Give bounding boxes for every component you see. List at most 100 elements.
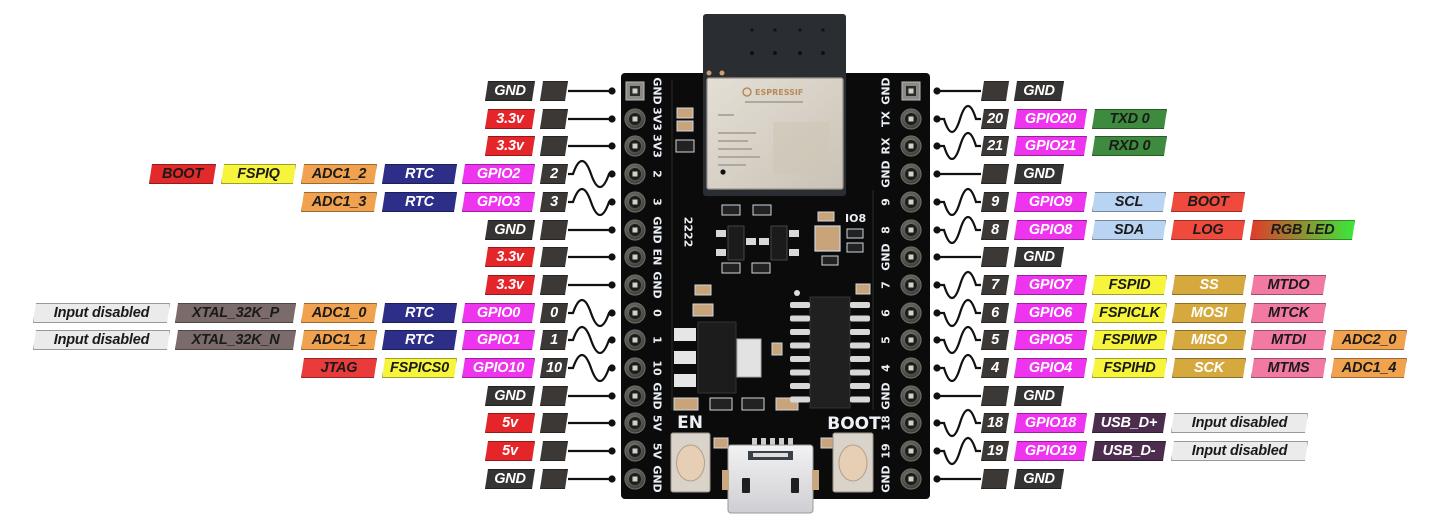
fspi-label: FSPICS0 [382,358,457,378]
left-pin-row: GND [485,220,568,240]
silkscreen-label: 4 [880,364,893,372]
connector-dot [608,87,616,95]
chip-leg [790,315,810,322]
header-pin [624,329,646,351]
chip-leg [850,396,870,403]
gnd-label: GND [1014,164,1064,184]
gpio-label: GPIO1 [462,330,535,350]
connector-dot [608,364,616,372]
header-pin [624,357,646,379]
header-pin [900,191,922,213]
header-pin [624,440,646,462]
connector-dot [608,447,616,455]
connector-dot [933,392,941,400]
pin-tip [632,227,638,233]
pin-tip [908,476,914,482]
right-pin-row: GND [981,164,1064,184]
silkscreen-label: GND [880,243,893,270]
header-pin [624,246,646,268]
led-label: IO8 [845,212,866,225]
pin-tip [632,310,638,316]
chip-leg [850,342,870,349]
gpio-label: GPIO19 [1014,441,1087,461]
silkscreen-label: RX [880,137,893,154]
pin-number: 4 [981,358,1009,378]
connector-dot [608,475,616,483]
silkscreen-label: 5V [651,415,664,432]
header-pin [900,385,922,407]
pin-number [540,220,568,240]
connector-dot [933,87,941,95]
pin-number [981,247,1009,267]
pin-number: 10 [540,358,568,378]
chip-leg [790,369,810,376]
left-pin-row: GND [485,469,568,489]
spi-label: SS [1172,275,1246,295]
mtjtag-label: MTCK [1251,303,1326,323]
header-pin [900,412,922,434]
pin-number [540,247,568,267]
silkscreen-label: TX [880,110,893,127]
header-pin [624,135,646,157]
silkscreen-label: 18 [880,415,893,430]
pin-tip [632,171,638,177]
header-pin [900,219,922,241]
signal-wave-connector [937,408,981,438]
connector-dot [933,336,941,344]
header-pin [624,468,646,490]
pin-tip [908,199,914,205]
pin-tip [632,476,638,482]
left-pin-row: 3.3v [485,136,568,156]
pin-number [540,413,568,433]
silkscreen-label: 3V3 [651,134,664,158]
vcc-label: 3.3v [485,247,535,267]
pin-number: 5 [981,330,1009,350]
header-pins [624,81,922,490]
header-pin [900,274,922,296]
chip-leg [790,396,810,403]
adc-label: ADC1_2 [301,164,377,184]
chip-leg [850,315,870,322]
connector-dot [608,170,616,178]
gpio-label: GPIO20 [1014,109,1087,129]
signal-wave-connector [568,325,612,355]
signal-wave-connector [937,270,981,300]
header-pin [624,302,646,324]
gpio-label: GPIO2 [462,164,535,184]
header-pin [900,108,922,130]
pin-tip [908,254,914,260]
xtal-label: XTAL_32K_N [175,330,296,350]
uart-label: RXD 0 [1092,136,1167,156]
header-pin [900,329,922,351]
silkscreen-label: GND [651,271,664,298]
connector-dot [933,475,941,483]
board-marking: 2222 [682,217,695,248]
adc-label: ADC1_1 [301,330,377,350]
boot-label: BOOT [149,164,216,184]
rtc-label: RTC [382,330,457,350]
gnd-label: GND [485,469,535,489]
left-pin-row: 5v [485,413,568,433]
silkscreen-label: 1 [651,336,664,344]
header-pin [900,135,922,157]
pin-number: 20 [981,109,1009,129]
gpio-label: GPIO18 [1014,413,1087,433]
signal-wave-connector [937,436,981,466]
shield-marking [718,101,829,174]
gnd-label: GND [1014,247,1064,267]
pin-number: 21 [981,136,1009,156]
pin-tip [632,337,638,343]
mtjtag-label: MTDI [1251,330,1326,350]
mtjtag-label: MTMS [1251,358,1326,378]
pin-number [540,136,568,156]
pin-tip [632,143,638,149]
left-pin-row: 5v [485,441,568,461]
pin-number: 8 [981,220,1009,240]
transistors [716,225,799,261]
